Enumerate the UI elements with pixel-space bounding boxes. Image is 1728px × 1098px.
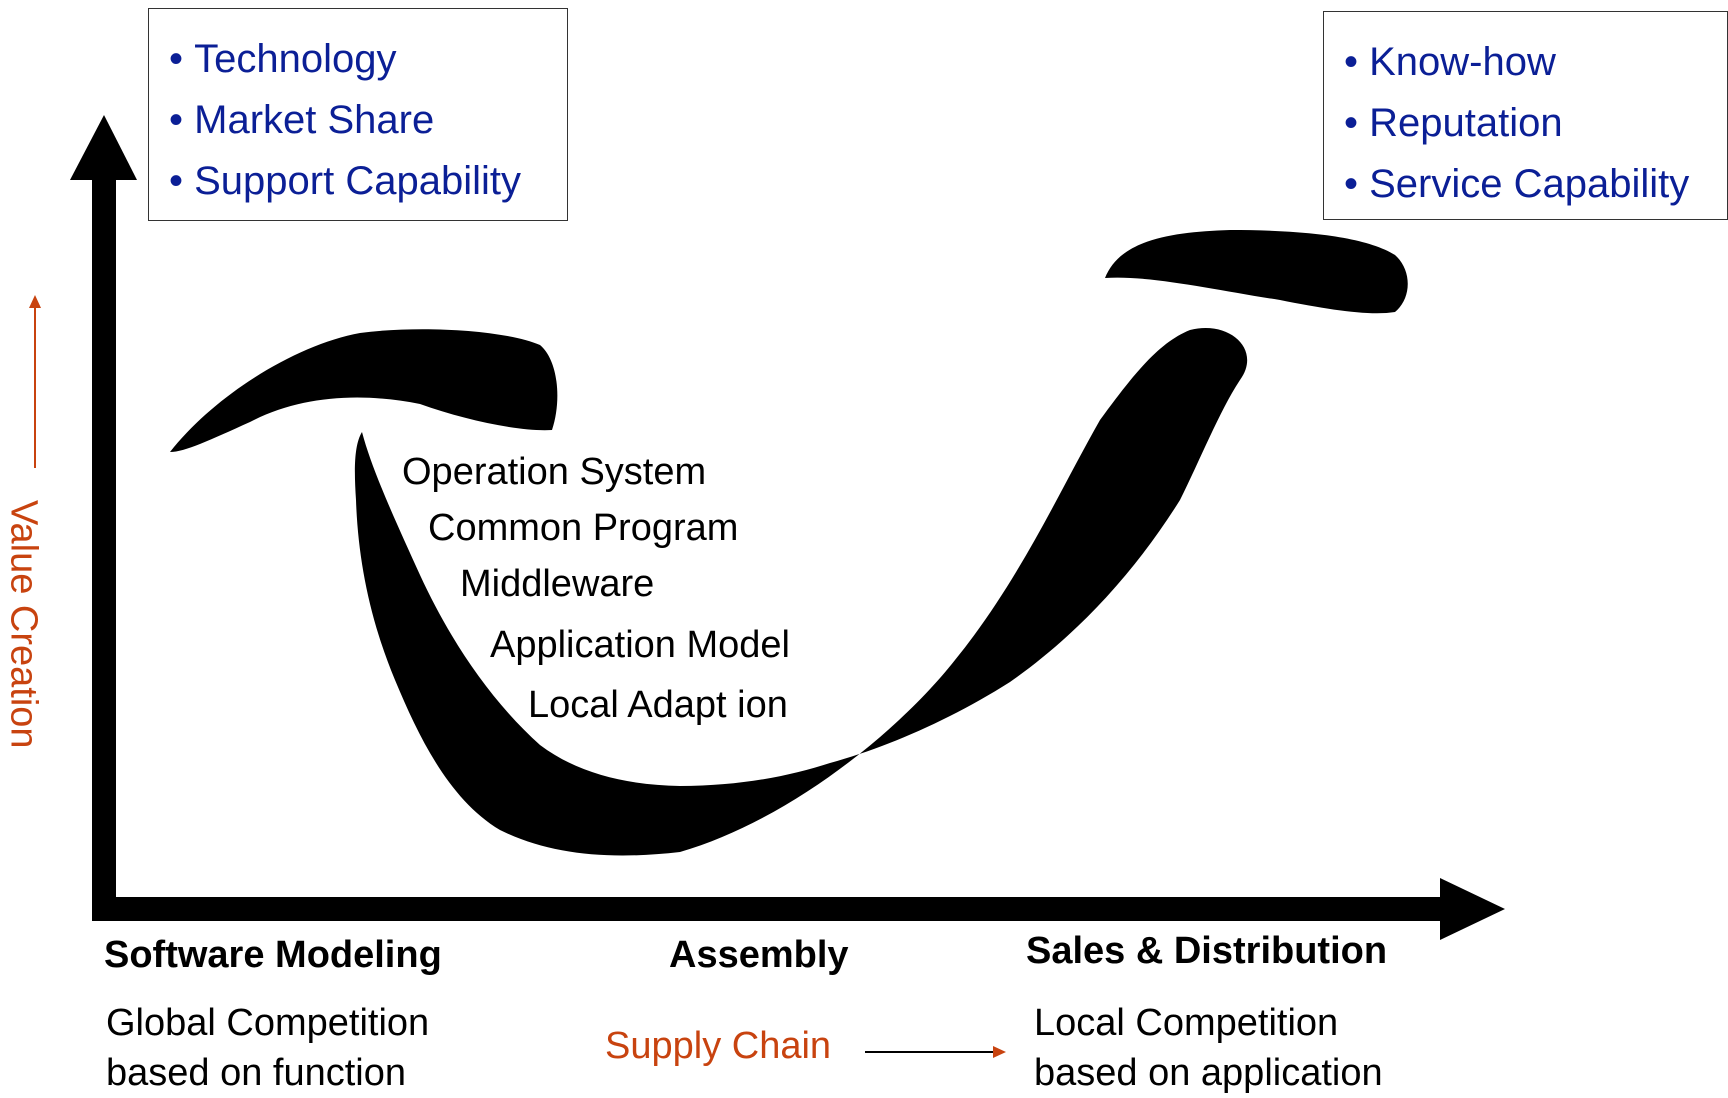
value-creation-arrowhead xyxy=(29,295,41,308)
left-info-item: Support Capability xyxy=(169,151,567,212)
right-info-box: Know-how Reputation Service Capability xyxy=(1323,11,1728,220)
layer-operation-system: Operation System xyxy=(402,451,707,493)
x-axis-arrowhead xyxy=(1440,878,1505,940)
y-axis-line xyxy=(92,168,116,920)
stage-sales-distribution: Sales & Distribution xyxy=(1026,930,1388,972)
left-info-list: Technology Market Share Support Capabili… xyxy=(169,29,567,212)
smile-curve-stroke xyxy=(354,328,1248,856)
right-info-item: Reputation xyxy=(1344,93,1727,154)
global-competition-line2: based on function xyxy=(106,1052,407,1094)
layer-middleware: Middleware xyxy=(460,563,655,605)
stage-assembly: Assembly xyxy=(669,934,849,976)
left-peak-stroke xyxy=(170,329,558,452)
supply-chain-arrowhead xyxy=(993,1046,1006,1058)
value-creation-label: Value Creation xyxy=(2,500,45,749)
right-info-item: Service Capability xyxy=(1344,154,1727,215)
y-axis-arrowhead xyxy=(70,115,137,180)
global-competition-note: Global Competition based on function xyxy=(106,998,429,1098)
layer-local-adaptation: Local Adapt ion xyxy=(528,684,788,726)
layer-common-program: Common Program xyxy=(428,507,739,549)
right-info-item: Know-how xyxy=(1344,32,1727,93)
left-info-box: Technology Market Share Support Capabili… xyxy=(148,8,568,221)
x-axis-line xyxy=(92,897,1452,921)
stage-software-modeling: Software Modeling xyxy=(104,934,442,976)
right-info-list: Know-how Reputation Service Capability xyxy=(1344,32,1727,215)
layer-application-model: Application Model xyxy=(490,624,790,666)
right-peak-stroke xyxy=(1105,230,1408,314)
local-competition-line2: based on application xyxy=(1034,1052,1383,1094)
supply-chain-label: Supply Chain xyxy=(605,1025,832,1067)
left-info-item: Technology xyxy=(169,29,567,90)
global-competition-line1: Global Competition xyxy=(106,1002,430,1044)
local-competition-note: Local Competition based on application xyxy=(1034,998,1383,1098)
left-info-item: Market Share xyxy=(169,90,567,151)
local-competition-line1: Local Competition xyxy=(1034,1002,1339,1044)
